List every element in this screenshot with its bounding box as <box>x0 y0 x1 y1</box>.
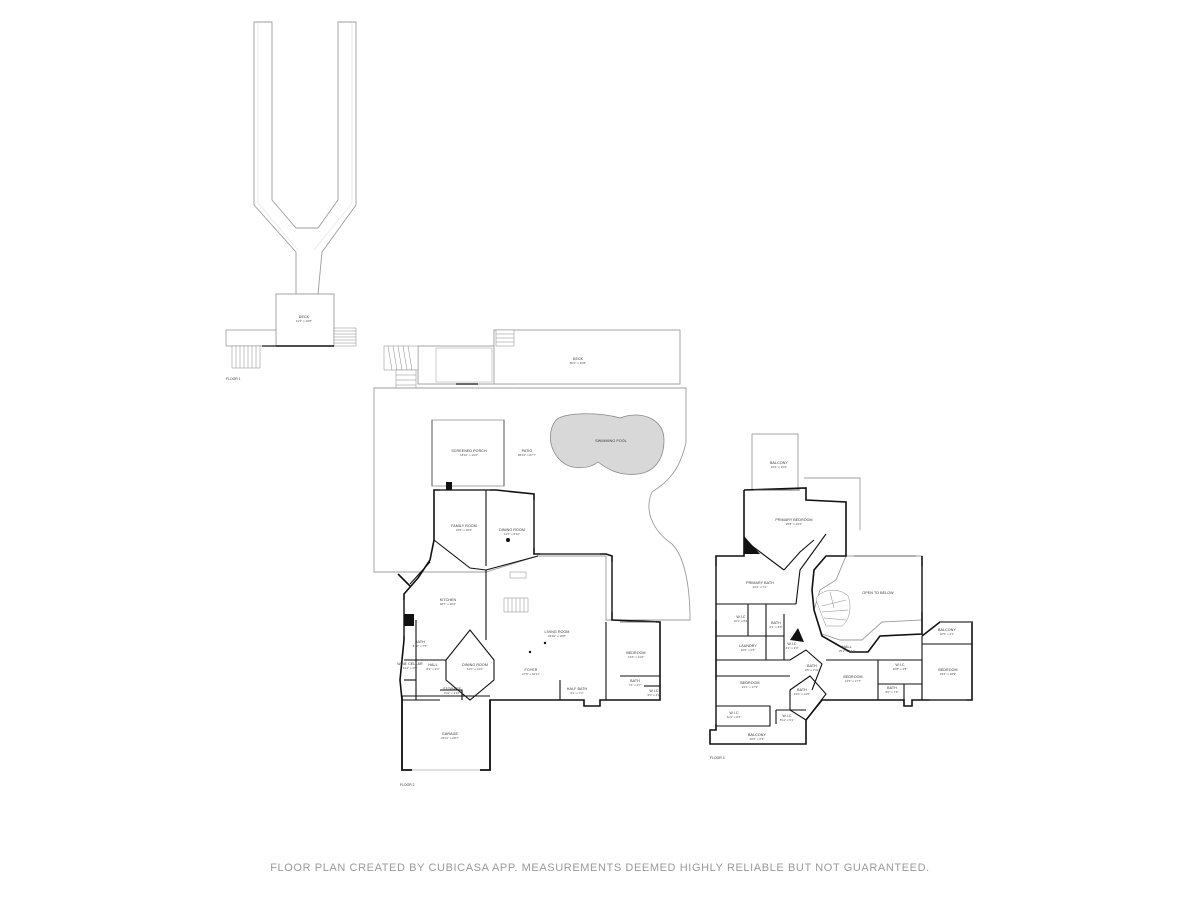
room-name: BEDROOM <box>740 681 759 685</box>
room-name: HALL <box>428 663 437 667</box>
pier <box>253 21 357 295</box>
room-name: LIVING ROOM <box>544 630 569 634</box>
room-name: BATH <box>630 679 640 683</box>
room-dims: 10'6" x 6'6" <box>741 648 756 652</box>
room-dims: 11'1" x 8'10" <box>504 532 520 536</box>
room-name: OPEN TO BELOW <box>862 591 894 595</box>
room-dims: 18'7" x 20'2" <box>440 602 456 606</box>
room-name: DECK <box>573 357 584 361</box>
room-name: PRIMARY BATH <box>746 581 774 585</box>
stairs <box>231 345 261 369</box>
room-name: BATH <box>807 664 817 668</box>
room-dims: 13'0" x 14'4" <box>467 667 483 671</box>
room-name: W.I.C <box>736 615 746 619</box>
floor-2-label: FLOOR 2 <box>400 783 415 787</box>
room-dims: 10'5" x 4'1" <box>940 632 955 636</box>
room-dims: 8'0" x 7'6" <box>885 690 898 694</box>
room-name: BEDROOM <box>626 651 645 655</box>
swimming-pool <box>550 413 665 475</box>
room-name: BALCONY <box>938 628 956 632</box>
room-dims: 8'3" x 3'4" <box>426 667 439 671</box>
room-dims: 13'6" x 21'6" <box>628 655 644 659</box>
room-dims: 6'11" x 3'6" <box>403 666 418 670</box>
room-name: FAMILY ROOM <box>451 524 477 528</box>
room-name: W.I.C <box>787 642 797 646</box>
room-name: BEDROOM <box>843 675 862 679</box>
balcony-top <box>751 433 799 491</box>
room-name: KITCHEN <box>440 598 457 602</box>
room-name: DECK <box>299 315 310 319</box>
room-dims: 26'10" x 19'8" <box>548 634 566 638</box>
room-dims: 19'6" x 20'3" <box>456 528 472 532</box>
room-name: WINE CELLAR <box>397 662 423 666</box>
room-dims: 9'5" x 7'11" <box>805 668 820 672</box>
screened-porch <box>431 419 505 487</box>
room-name: PATIO <box>522 449 533 453</box>
room-dims: 24'11" x 28'7" <box>441 736 459 740</box>
room-dims: 8'11" x 5'1" <box>780 718 795 722</box>
stairs <box>383 345 419 393</box>
floor-1-label: FLOOR 1 <box>226 377 241 381</box>
room-dims: 25'2" x 3'11" <box>839 649 855 653</box>
room-name: BATH <box>415 640 425 644</box>
room-dims: 86'10" x 87'7" <box>518 453 536 457</box>
room-dims: 11'3" x 16'8" <box>296 319 312 323</box>
room-dims: 10'8" x 3'8" <box>893 667 908 671</box>
room-name: W.I.C <box>729 711 739 715</box>
room-name: BALCONY <box>748 733 766 737</box>
room-name: LAUNDRY <box>739 644 757 648</box>
room-dims: 10'1" x 8'6" <box>734 619 749 623</box>
room-dims: 22'2" x 7'1" <box>753 585 768 589</box>
room-name: W.I.C <box>782 714 792 718</box>
room-dims: 7'1" x 6'7" <box>628 683 641 687</box>
room-dims: 13'0" x 14'6" <box>794 692 810 696</box>
room-name: BALCONY <box>770 461 788 465</box>
room-dims: 21'1" x 17'3" <box>742 685 758 689</box>
room-name: W.I.C <box>895 663 905 667</box>
floor-1-plan <box>225 21 357 369</box>
room-name: DINING ROOM <box>499 528 525 532</box>
room-dims: 11'1" x 8'2" <box>727 715 742 719</box>
room-dims: 3'11" x 3'10" <box>444 691 460 695</box>
stairs <box>495 329 515 347</box>
room-dims: 5'0" x 4'9" <box>647 693 660 697</box>
stairs <box>333 327 357 347</box>
room-name: DINING ROOM <box>462 663 488 667</box>
room-name: BATH <box>771 621 781 625</box>
room-dims: 6'1" x 8'6" <box>769 625 782 629</box>
room-dims: 8'10" x 7'5" <box>413 644 428 648</box>
room-dims: 27'6" x 10'11" <box>522 672 540 676</box>
room-dims: 18'10" x 16'2" <box>460 453 478 457</box>
room-dims: 15'4" x 15'2" <box>771 465 787 469</box>
room-name: SWIMMING POOL <box>595 439 626 443</box>
room-dims: 4'1" x 3'3" <box>785 646 798 650</box>
upper-interior-walls <box>716 533 972 727</box>
stairs <box>503 597 529 613</box>
room-name: W.I.C <box>649 689 659 693</box>
room-name: SCREENED PORCH <box>451 449 487 453</box>
room-dims: 13'6" x 17'7" <box>845 679 861 683</box>
room-dims: 20'2" x 6'9" <box>750 737 765 741</box>
room-dims: 23'6" x 18'9" <box>940 672 956 676</box>
room-name: BATH <box>797 688 807 692</box>
room-name: HALL <box>842 645 851 649</box>
room-name: BATH <box>887 686 897 690</box>
room-name: HALF BATH <box>567 687 588 691</box>
room-name: BEDROOM <box>938 668 957 672</box>
upper-deck <box>275 293 335 347</box>
floor-2-plan <box>373 329 691 771</box>
room-dims: 50'0" x 15'8" <box>570 361 586 365</box>
room-name: GARAGE <box>442 732 458 736</box>
floor-3-plan <box>709 433 973 745</box>
room-dims: 26'8" x 23'2" <box>786 522 802 526</box>
stairs <box>815 589 851 627</box>
room-name: FOYER <box>525 668 538 672</box>
floor-3-label: FLOOR 3 <box>710 756 725 760</box>
room-name: STORAGE <box>443 687 462 691</box>
interior-walls <box>402 490 660 701</box>
footer-credit: FLOOR PLAN CREATED BY CUBICASA APP. MEAS… <box>270 862 930 874</box>
room-name: PRIMARY BEDROOM <box>775 518 812 522</box>
room-dims: 5'1" x 7'4" <box>570 691 583 695</box>
